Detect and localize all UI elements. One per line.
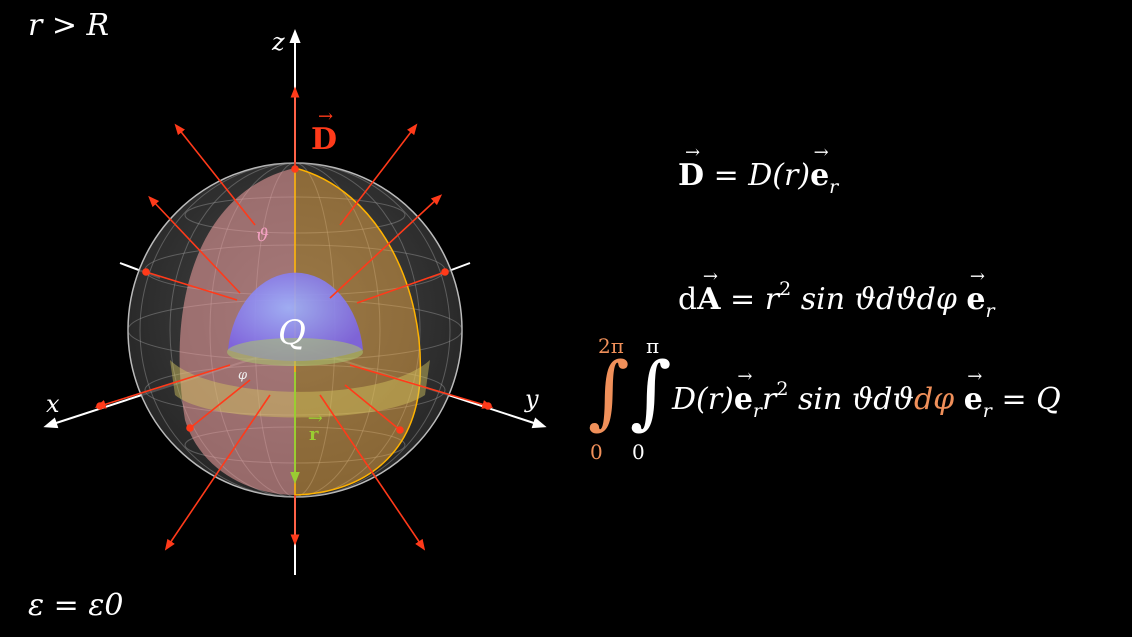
r-vector-label: r — [309, 424, 318, 445]
eq3-basis: e — [734, 382, 753, 417]
eq1-d-vector: D — [678, 158, 704, 193]
eq2-basis: e — [966, 282, 985, 317]
outer-upper-limit: 2π — [598, 334, 624, 358]
eq2-r: r — [764, 282, 780, 317]
equator-disk — [170, 360, 430, 418]
eq3-r: r — [762, 382, 777, 417]
eq1-basis-sub: r — [829, 176, 839, 198]
inner-upper-limit: π — [646, 334, 660, 358]
region-label: r > R — [28, 8, 110, 43]
phi-label: φ — [238, 368, 248, 383]
eq2-a-vector: A — [697, 282, 720, 317]
eq3-basis-sub: r — [752, 400, 762, 422]
r-vector-symbol: r — [309, 424, 318, 445]
inner-lower-limit: 0 — [632, 440, 645, 464]
inner-integral-sign: ∫ — [630, 345, 672, 438]
eq3-dphi: dφ — [913, 382, 955, 417]
eq3-power: 2 — [776, 378, 789, 400]
eq2-d: d — [678, 282, 698, 317]
eq3-mid: sin ϑdϑ — [797, 382, 914, 417]
y-axis-label: y — [525, 385, 539, 413]
z-axis-label: z — [272, 28, 285, 56]
eq2-basis-sub: r — [985, 300, 995, 322]
charge-label: Q — [278, 313, 306, 353]
eq2-power: 2 — [779, 278, 792, 300]
d-vector-label: D — [311, 122, 337, 157]
eq1-rhs-func: D(r) — [748, 158, 811, 193]
x-axis-label: x — [46, 390, 60, 418]
integrand: D(r)err2 sin ϑdϑdφ er = Q — [672, 378, 1061, 422]
eq3-basis2-sub: r — [982, 400, 992, 422]
charge-sphere — [228, 272, 363, 361]
eq1-basis: e — [810, 158, 829, 193]
permittivity-label: ε = ε0 — [28, 588, 124, 623]
outer-lower-limit: 0 — [590, 440, 603, 464]
eq3-result: = Q — [1001, 382, 1061, 417]
field-equation: D = D(r)er — [678, 158, 838, 198]
area-element-equation: dA = r2 sin ϑdϑdφ er — [678, 278, 995, 322]
eq3-func: D(r) — [672, 382, 734, 417]
theta-label: ϑ — [256, 225, 269, 246]
d-vector-symbol: D — [311, 122, 337, 157]
outer-integral-sign: ∫ — [588, 345, 630, 438]
eq2-rest: sin ϑdϑdφ — [800, 282, 957, 317]
eq3-basis2: e — [964, 382, 983, 417]
charge-equator — [227, 338, 363, 366]
field-arrows — [94, 86, 494, 551]
